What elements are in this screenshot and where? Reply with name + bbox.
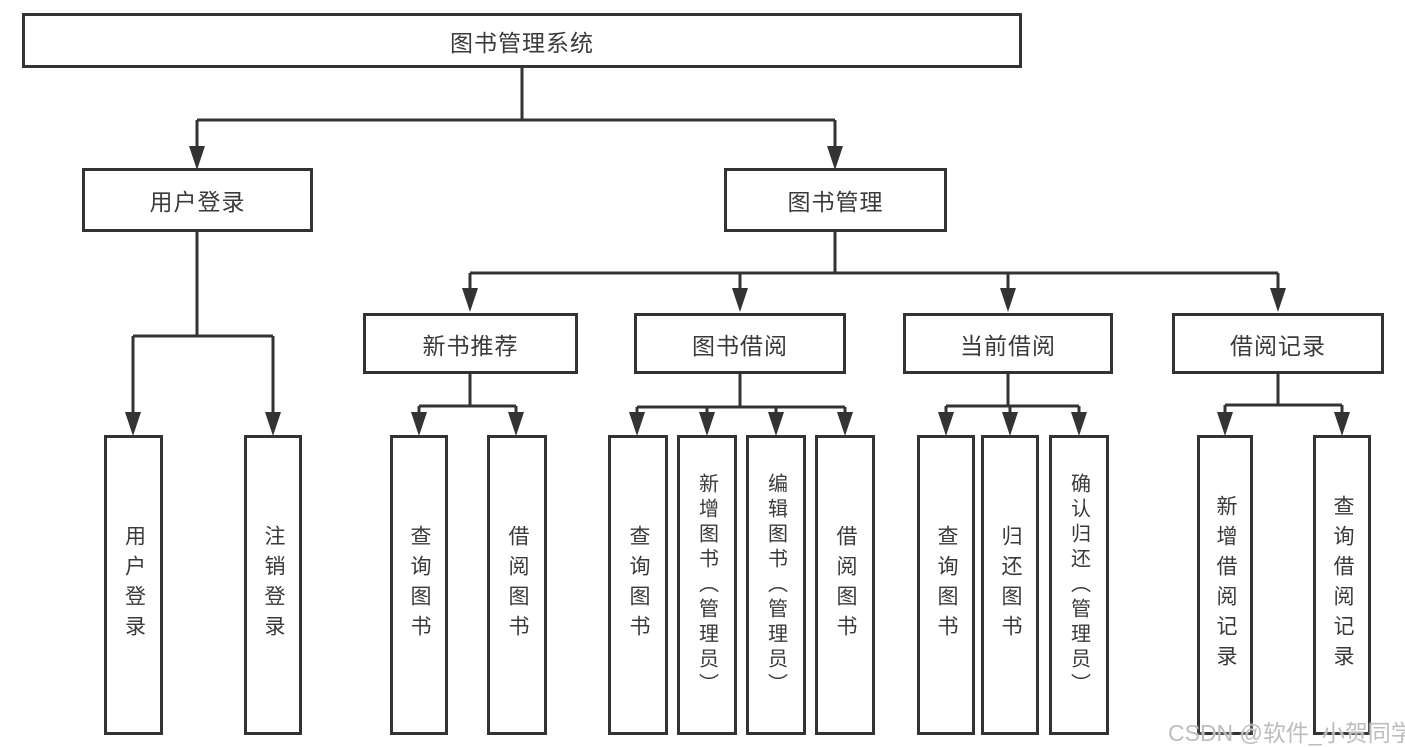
leaf-borrow-books-recommend: 借阅图书 xyxy=(487,435,547,735)
arrowhead xyxy=(732,288,748,312)
arrowhead xyxy=(938,412,954,436)
leaf-query-borrow-record: 查询借阅记录 xyxy=(1313,435,1371,735)
node-library-management-system: 图书管理系统 xyxy=(22,13,1022,68)
connector-book-management-children xyxy=(462,232,1286,312)
node-new-book-recommend: 新书推荐 xyxy=(363,313,578,374)
node-book-borrow: 图书借阅 xyxy=(634,313,846,374)
connector-new-book-children xyxy=(411,374,524,436)
leaf-add-book-admin: 新增图书（管理员） xyxy=(677,435,737,735)
arrowhead xyxy=(462,288,478,312)
arrowhead xyxy=(411,412,427,436)
leaf-return-book: 归还图书 xyxy=(981,435,1039,735)
leaf-logout: 注销登录 xyxy=(244,435,302,735)
connector-current-borrow-children xyxy=(938,374,1087,436)
arrowhead xyxy=(837,412,853,436)
arrowhead xyxy=(189,146,205,170)
arrowhead xyxy=(768,412,784,436)
arrowhead xyxy=(265,412,281,436)
leaf-query-books-current: 查询图书 xyxy=(917,435,975,735)
leaf-add-borrow-record: 新增借阅记录 xyxy=(1197,435,1253,735)
watermark: CSDN @软件_小贺同学 xyxy=(1168,720,1405,746)
arrowhead xyxy=(827,146,843,170)
arrowhead xyxy=(1071,412,1087,436)
leaf-user-login: 用户登录 xyxy=(104,435,163,735)
arrowhead xyxy=(1000,288,1016,312)
node-user-login: 用户登录 xyxy=(82,168,313,232)
arrowhead xyxy=(1002,412,1018,436)
arrowhead xyxy=(699,412,715,436)
arrowhead xyxy=(125,412,141,436)
connector-book-borrow-children xyxy=(629,374,853,436)
connector-user-login-children xyxy=(125,232,281,436)
leaf-confirm-return-admin: 确认归还（管理员） xyxy=(1049,435,1109,735)
node-current-borrow: 当前借阅 xyxy=(903,313,1113,374)
leaf-query-books-borrow: 查询图书 xyxy=(608,435,668,735)
connector-borrow-records-children xyxy=(1217,374,1350,436)
leaf-borrow-books-borrow: 借阅图书 xyxy=(815,435,875,735)
arrowhead xyxy=(508,412,524,436)
node-borrow-records: 借阅记录 xyxy=(1172,313,1384,374)
node-book-management: 图书管理 xyxy=(724,168,947,232)
connector-root-to-level2 xyxy=(189,68,843,170)
arrowhead xyxy=(1217,412,1233,436)
arrowhead xyxy=(629,412,645,436)
arrowhead xyxy=(1270,288,1286,312)
leaf-edit-book-admin: 编辑图书（管理员） xyxy=(746,435,806,735)
arrowhead xyxy=(1334,412,1350,436)
leaf-query-books-recommend: 查询图书 xyxy=(390,435,448,735)
